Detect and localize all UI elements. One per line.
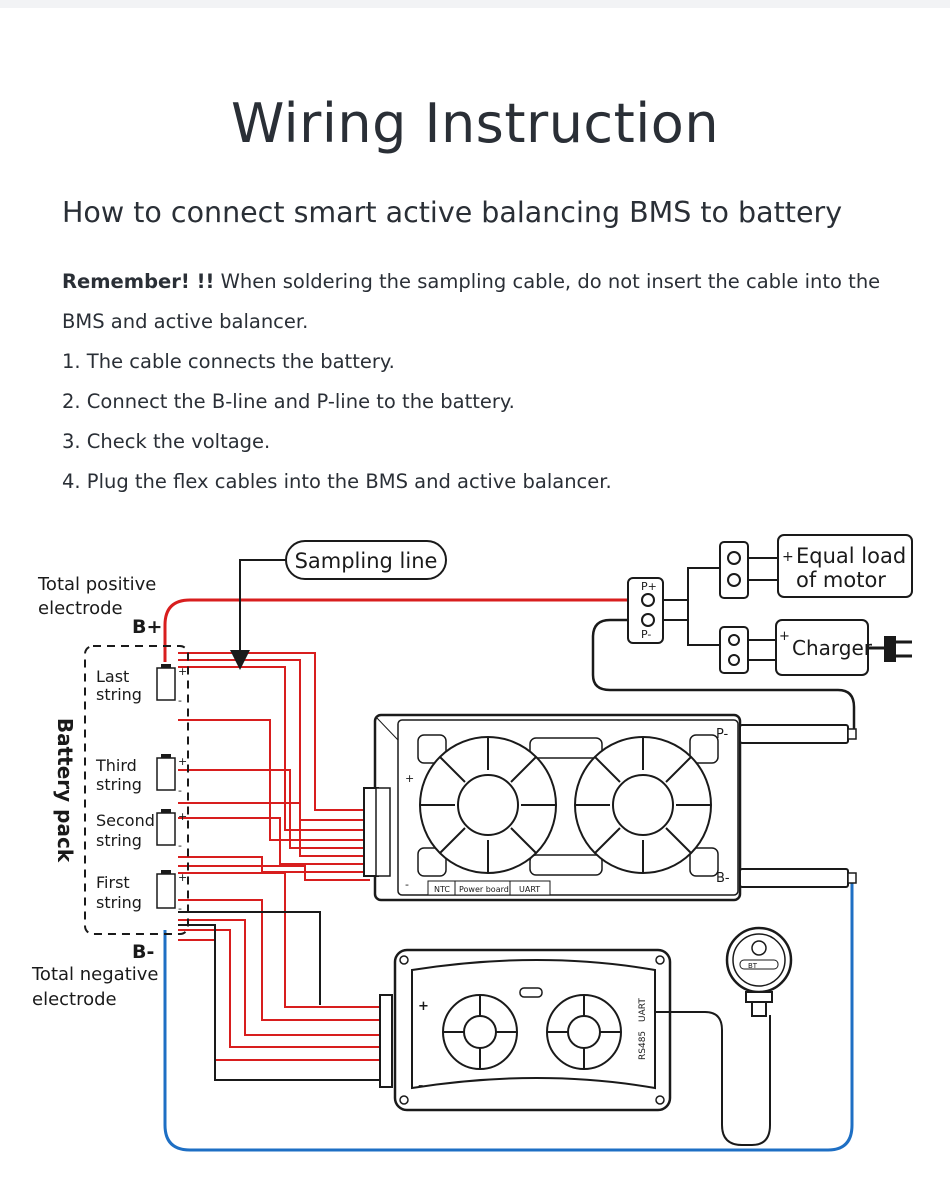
svg-text:B-: B-: [716, 871, 730, 886]
svg-text:Power board: Power board: [459, 885, 509, 894]
negative-electrode-label: B- Total negative electrode: [31, 941, 158, 1010]
plug-icon: [868, 636, 912, 662]
instruction-notes: Remember! !! When soldering the sampling…: [62, 262, 912, 502]
svg-text:-: -: [178, 839, 182, 852]
svg-text:B+: B+: [132, 616, 162, 638]
svg-text:+: +: [418, 999, 429, 1014]
load-box: Equal load of motor +: [777, 534, 913, 598]
svg-text:+: +: [779, 629, 790, 644]
battery-cell-third: + - Third string: [95, 754, 187, 797]
load-connector: [719, 541, 780, 599]
svg-text:string: string: [96, 775, 142, 794]
battery-pack-label: Battery pack: [53, 718, 77, 863]
sampling-line-label: Sampling line: [295, 549, 438, 573]
sampling-wires-dark: [178, 911, 385, 1081]
svg-text:Second: Second: [96, 811, 155, 830]
balancer-port-uart: UART: [638, 998, 648, 1022]
svg-text:Total positive: Total positive: [37, 574, 156, 595]
svg-text:-: -: [178, 902, 182, 915]
svg-text:P+: P+: [641, 580, 657, 593]
active-balancer: + - RS485 UART: [379, 948, 672, 1112]
bms-b-minus-lead: [739, 868, 849, 888]
svg-text:electrode: electrode: [38, 598, 123, 619]
svg-text:Last: Last: [96, 667, 129, 686]
charger-box: Charger +: [775, 619, 873, 676]
svg-text:Equal load: Equal load: [796, 544, 906, 568]
svg-text:UART: UART: [519, 885, 540, 894]
svg-text:-: -: [405, 878, 409, 891]
charger-connector: [719, 626, 778, 674]
wiring-diagram: Sampling line Battery pack + - Last stri…: [31, 534, 913, 1152]
battery-pack: Battery pack + - Last string + - Third s…: [53, 645, 189, 935]
p-branch-wires: [663, 567, 720, 646]
svg-text:+: +: [178, 871, 187, 884]
svg-text:string: string: [96, 893, 142, 912]
balancer-port-rs485: RS485: [638, 1031, 648, 1060]
bms-board: + - NTC Power board UART: [363, 713, 857, 902]
svg-text:-: -: [178, 694, 182, 707]
svg-text:electrode: electrode: [32, 989, 117, 1010]
remember-text-2: BMS and active balancer.: [62, 310, 309, 333]
svg-text:P-: P-: [641, 628, 651, 641]
p-terminal: P+ P-: [627, 577, 664, 644]
svg-text:NTC: NTC: [434, 885, 450, 894]
b-plus-wire: [163, 598, 628, 662]
battery-cell-second: + - Second string: [96, 809, 187, 852]
balancer-fan-right: [546, 994, 622, 1070]
svg-text:+: +: [405, 772, 414, 785]
svg-text:Third: Third: [95, 756, 137, 775]
bt-cable: [655, 1011, 771, 1146]
top-strip: [0, 0, 950, 8]
svg-text:string: string: [96, 831, 142, 850]
b-minus-wire: [163, 878, 854, 1152]
svg-text:P-: P-: [716, 727, 729, 742]
svg-text:First: First: [96, 873, 130, 892]
svg-text:-: -: [418, 1079, 423, 1094]
svg-text:B-: B-: [132, 941, 154, 963]
balancer-fan-left: [442, 994, 518, 1070]
bt-display-module: BT: [725, 926, 793, 1017]
svg-text:+: +: [782, 549, 794, 565]
svg-text:Charger: Charger: [792, 636, 873, 660]
positive-electrode-label: Total positive electrode B+: [37, 574, 162, 638]
svg-text:+: +: [178, 665, 187, 678]
step-2: 2. Connect the B-line and P-line to the …: [62, 390, 515, 413]
step-4: 4. Plug the flex cables into the BMS and…: [62, 470, 612, 493]
svg-text:of motor: of motor: [796, 568, 886, 592]
bms-p-minus-lead: [739, 724, 849, 744]
sampling-line-callout: Sampling line: [230, 540, 447, 670]
remember-line: Remember! !! When soldering the sampling…: [62, 262, 912, 302]
svg-text:+: +: [178, 810, 187, 823]
svg-text:string: string: [96, 685, 142, 704]
battery-cell-first: + - First string: [96, 870, 187, 915]
step-3: 3. Check the voltage.: [62, 430, 271, 453]
page-subtitle: How to connect smart active balancing BM…: [62, 196, 843, 229]
remember-strong: Remember! !!: [62, 270, 215, 293]
svg-text:BT: BT: [748, 962, 758, 970]
sampling-wires: [178, 652, 385, 1061]
step-1: 1. The cable connects the battery.: [62, 350, 395, 373]
bms-port-labels: NTC Power board UART: [427, 880, 551, 896]
svg-text:Total negative: Total negative: [31, 964, 158, 985]
svg-text:-: -: [178, 784, 182, 797]
p-minus-wire: [591, 618, 856, 732]
page-title: Wiring Instruction: [230, 92, 720, 155]
battery-cell-last: + - Last string: [96, 664, 187, 707]
svg-text:+: +: [178, 755, 187, 768]
remember-text-1: When soldering the sampling cable, do no…: [214, 270, 881, 293]
